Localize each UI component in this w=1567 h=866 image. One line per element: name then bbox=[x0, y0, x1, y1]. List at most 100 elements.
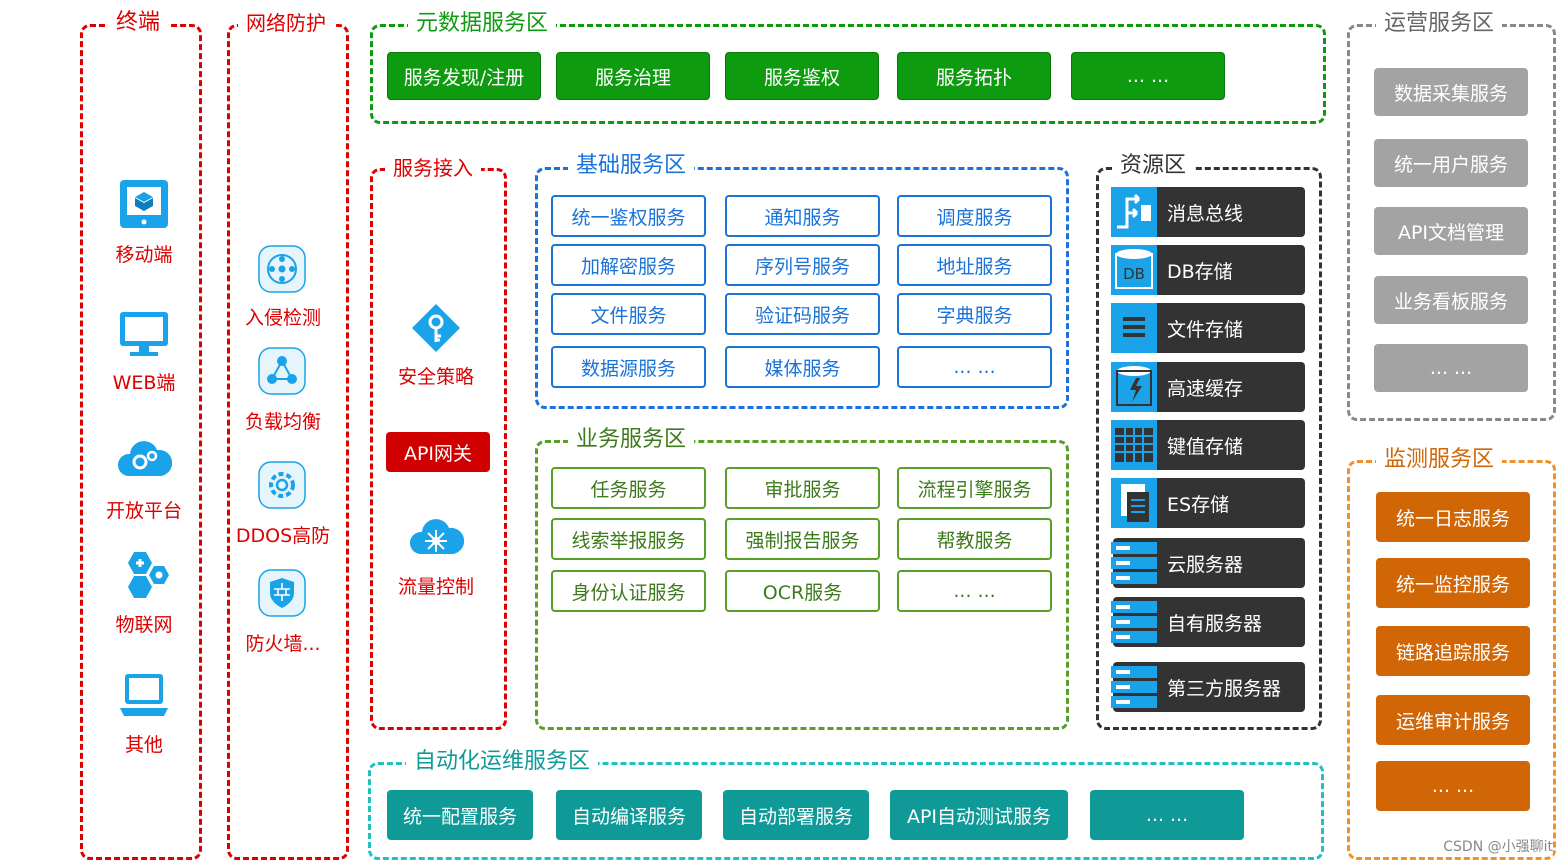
resource-label: ES存储 bbox=[1167, 493, 1230, 516]
devops-item-deploy[interactable]: 自动部署服务 bbox=[723, 790, 869, 840]
monitor-icon bbox=[118, 308, 170, 360]
svg-text:DB: DB bbox=[1123, 265, 1145, 283]
metadata-zone bbox=[370, 24, 1326, 124]
terminal-item-other[interactable]: 其他 bbox=[124, 734, 164, 756]
business-zone bbox=[535, 440, 1069, 730]
business-item-approval[interactable]: 审批服务 bbox=[725, 467, 880, 509]
resource-zone bbox=[1096, 167, 1322, 730]
terminal-item-open-platform[interactable]: 开放平台 bbox=[105, 500, 183, 522]
monitor-item-tracing[interactable]: 链路追踪服务 bbox=[1376, 626, 1530, 676]
resource-label: 消息总线 bbox=[1167, 202, 1244, 225]
terminal-item-mobile[interactable]: 移动端 bbox=[115, 244, 173, 266]
business-item-task[interactable]: 任务服务 bbox=[551, 467, 706, 509]
access-flow-label[interactable]: 流量控制 bbox=[397, 576, 475, 598]
basic-item-file[interactable]: 文件服务 bbox=[551, 293, 706, 335]
devops-item-build[interactable]: 自动编译服务 bbox=[556, 790, 702, 840]
mobile-icon bbox=[118, 178, 170, 230]
load-balance-icon bbox=[257, 346, 307, 396]
resource-label: 云服务器 bbox=[1167, 553, 1244, 576]
db-icon: DB bbox=[1111, 245, 1157, 295]
basic-title: 基础服务区 bbox=[568, 153, 695, 179]
intrusion-detection-icon bbox=[257, 244, 307, 294]
business-item-mandatory-report[interactable]: 强制报告服务 bbox=[725, 518, 880, 560]
devops-zone bbox=[368, 762, 1324, 860]
ddos-gear-icon bbox=[257, 460, 307, 510]
basic-item-captcha[interactable]: 验证码服务 bbox=[725, 293, 880, 335]
business-item-report-clue[interactable]: 线索举报服务 bbox=[551, 518, 706, 560]
cloud-server-icon bbox=[1111, 538, 1157, 588]
business-item-workflow[interactable]: 流程引擎服务 bbox=[897, 467, 1052, 509]
resource-label: 第三方服务器 bbox=[1167, 677, 1282, 700]
basic-item-datasource[interactable]: 数据源服务 bbox=[551, 346, 706, 388]
monitor-item-audit[interactable]: 运维审计服务 bbox=[1376, 695, 1530, 745]
business-item-assist[interactable]: 帮教服务 bbox=[897, 518, 1052, 560]
monitor-item-more[interactable]: ... ... bbox=[1376, 761, 1530, 811]
metadata-item-discovery[interactable]: 服务发现/注册 bbox=[387, 52, 541, 100]
api-gateway-button[interactable]: API网关 bbox=[386, 432, 490, 472]
basic-item-notify[interactable]: 通知服务 bbox=[725, 195, 880, 237]
network-item-firewall[interactable]: 防火墙... bbox=[245, 633, 321, 655]
network-title: 网络防护 bbox=[238, 10, 334, 36]
security-key-icon bbox=[410, 302, 462, 354]
network-item-intrusion[interactable]: 入侵检测 bbox=[244, 307, 322, 329]
resource-item-third-party-server[interactable]: 第三方服务器 bbox=[1111, 662, 1305, 712]
basic-item-unified-auth[interactable]: 统一鉴权服务 bbox=[551, 195, 706, 237]
basic-item-more[interactable]: ... ... bbox=[897, 346, 1052, 388]
devops-item-more[interactable]: ... ... bbox=[1090, 790, 1244, 840]
metadata-item-governance[interactable]: 服务治理 bbox=[556, 52, 710, 100]
resource-item-es[interactable]: ES存储 bbox=[1111, 478, 1305, 528]
flow-control-cloud-icon bbox=[408, 510, 464, 562]
resource-label: 自有服务器 bbox=[1167, 612, 1263, 635]
terminal-item-iot[interactable]: 物联网 bbox=[115, 614, 173, 636]
cache-icon bbox=[1111, 362, 1157, 412]
resource-item-db[interactable]: DB DB存储 bbox=[1111, 245, 1305, 295]
basic-item-media[interactable]: 媒体服务 bbox=[725, 346, 880, 388]
basic-item-schedule[interactable]: 调度服务 bbox=[897, 195, 1052, 237]
network-item-load-balance[interactable]: 负载均衡 bbox=[244, 411, 322, 433]
resource-item-cloud-server[interactable]: 云服务器 bbox=[1111, 538, 1305, 588]
resource-label: DB存储 bbox=[1167, 260, 1233, 283]
resource-item-file-storage[interactable]: 文件存储 bbox=[1111, 303, 1305, 353]
access-strategy-label[interactable]: 安全策略 bbox=[397, 366, 475, 388]
operation-item-api-docs[interactable]: API文档管理 bbox=[1374, 207, 1528, 255]
access-title: 服务接入 bbox=[385, 155, 481, 181]
devops-item-config[interactable]: 统一配置服务 bbox=[387, 790, 533, 840]
basic-item-address[interactable]: 地址服务 bbox=[897, 244, 1052, 286]
resource-item-own-server[interactable]: 自有服务器 bbox=[1111, 597, 1305, 647]
resource-label: 键值存储 bbox=[1167, 435, 1244, 458]
kv-table-icon bbox=[1111, 420, 1157, 470]
metadata-title: 元数据服务区 bbox=[408, 11, 557, 37]
basic-item-dictionary[interactable]: 字典服务 bbox=[897, 293, 1052, 335]
metadata-item-more[interactable]: ... ... bbox=[1071, 52, 1225, 100]
own-server-icon bbox=[1111, 597, 1157, 647]
monitor-item-log[interactable]: 统一日志服务 bbox=[1376, 492, 1530, 542]
devops-title: 自动化运维服务区 bbox=[406, 749, 599, 775]
business-item-more[interactable]: ... ... bbox=[897, 570, 1052, 612]
message-bus-icon bbox=[1111, 187, 1157, 237]
basic-zone bbox=[535, 167, 1069, 409]
devops-item-api-test[interactable]: API自动测试服务 bbox=[890, 790, 1068, 840]
firewall-icon bbox=[257, 568, 307, 618]
resource-item-cache[interactable]: 高速缓存 bbox=[1111, 362, 1305, 412]
file-storage-icon bbox=[1111, 303, 1157, 353]
business-title: 业务服务区 bbox=[568, 427, 695, 453]
es-storage-icon bbox=[1111, 478, 1157, 528]
metadata-item-topology[interactable]: 服务拓扑 bbox=[897, 52, 1051, 100]
operation-item-more[interactable]: ... ... bbox=[1374, 344, 1528, 392]
business-item-ocr[interactable]: OCR服务 bbox=[725, 570, 880, 612]
basic-item-serial[interactable]: 序列号服务 bbox=[725, 244, 880, 286]
operation-item-dashboard[interactable]: 业务看板服务 bbox=[1374, 276, 1528, 324]
iot-hexagon-icon bbox=[118, 548, 172, 602]
cloud-gear-icon bbox=[116, 432, 172, 484]
basic-item-crypto[interactable]: 加解密服务 bbox=[551, 244, 706, 286]
metadata-item-auth[interactable]: 服务鉴权 bbox=[725, 52, 879, 100]
monitor-item-monitoring[interactable]: 统一监控服务 bbox=[1376, 558, 1530, 608]
resource-item-kv[interactable]: 键值存储 bbox=[1111, 420, 1305, 470]
operation-item-data-collect[interactable]: 数据采集服务 bbox=[1374, 68, 1528, 116]
network-item-ddos[interactable]: DDOS高防 bbox=[235, 525, 331, 547]
operation-item-unified-user[interactable]: 统一用户服务 bbox=[1374, 139, 1528, 187]
csdn-watermark: CSDN @小强聊it bbox=[1443, 836, 1553, 856]
terminal-item-web[interactable]: WEB端 bbox=[112, 372, 176, 394]
business-item-identity[interactable]: 身份认证服务 bbox=[551, 570, 706, 612]
resource-item-message-bus[interactable]: 消息总线 bbox=[1111, 187, 1305, 237]
